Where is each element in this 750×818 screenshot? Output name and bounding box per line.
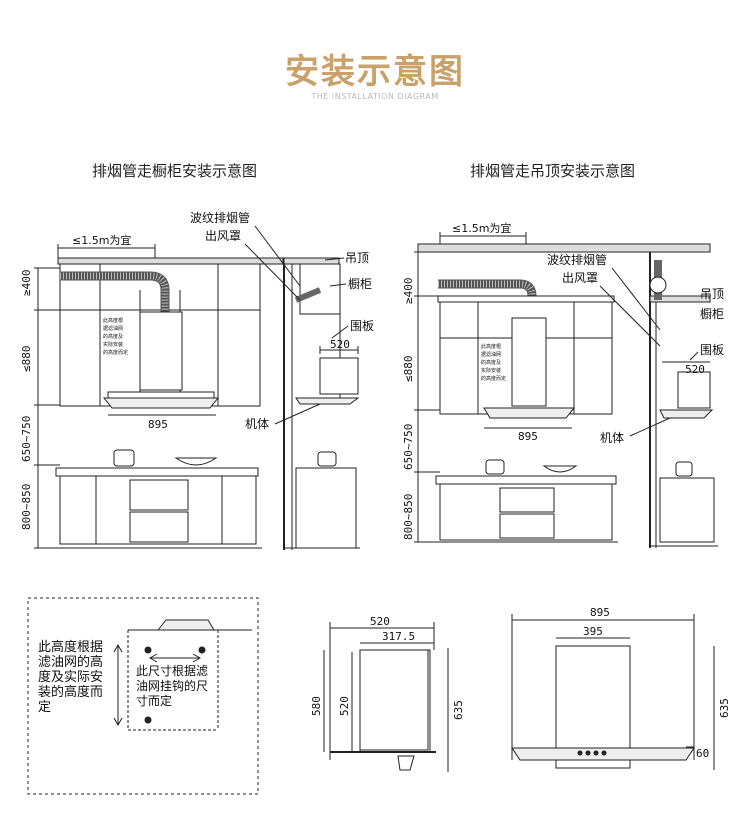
right-width-label: 895 xyxy=(518,430,538,443)
right-air-outlet-label: 出风罩 xyxy=(562,271,598,285)
svg-text:此高度根: 此高度根 xyxy=(481,343,501,350)
side-height-a: 580 xyxy=(310,696,323,716)
width-label: 895 xyxy=(148,418,168,431)
ceiling-label: 吊顶 xyxy=(345,251,369,265)
cabinet-label: 橱柜 xyxy=(348,277,372,291)
page-subtitle: THE INSTALLATION DIAGRAM xyxy=(311,92,439,101)
front-width: 895 xyxy=(590,606,610,619)
svg-text:实际安装: 实际安装 xyxy=(481,367,501,374)
body-label: 机体 xyxy=(245,417,269,431)
front-total-height: 635 xyxy=(718,698,731,718)
side-total-height: 635 xyxy=(452,700,465,720)
right-pot-icon xyxy=(485,459,505,475)
corrugated-pipe-label: 波纹排烟管 xyxy=(190,210,250,225)
side-height-b: 520 xyxy=(338,696,351,716)
dim-top: ≥400 xyxy=(20,270,33,297)
svg-text:据滤油网: 据滤油网 xyxy=(481,351,501,358)
side-width: 520 xyxy=(370,615,390,628)
svg-text:的高度及: 的高度及 xyxy=(103,333,123,340)
panel-label: 围板 xyxy=(350,319,374,333)
dim-mid: ≤880 xyxy=(20,346,33,373)
right-depth-label: 520 xyxy=(685,363,705,376)
right-ceiling-label: 吊顶 xyxy=(700,287,724,301)
right-diagram: ≥400 ≤880 650~750 800~850 ≤1.5m为宜 此高度根 据… xyxy=(402,221,724,548)
right-diagram-title: 排烟管走吊顶安装示意图 xyxy=(470,162,636,180)
svg-text:此高度根: 此高度根 xyxy=(103,317,123,324)
bowl-icon xyxy=(174,457,218,466)
right-bowl-icon xyxy=(542,465,578,473)
right-dim-hood-gap: 650~750 xyxy=(402,424,415,470)
hood-body xyxy=(107,391,215,399)
detail-box xyxy=(27,597,259,795)
depth-label: 520 xyxy=(330,338,350,351)
front-base-height: 60 xyxy=(696,747,709,760)
front-view: 895 395 635 60 xyxy=(511,606,731,770)
svg-text:据滤油网: 据滤油网 xyxy=(103,325,123,332)
side-view: 520 317.5 580 520 635 xyxy=(310,615,465,772)
right-dim-top: ≥400 xyxy=(402,278,415,305)
right-dim-counter: 800~850 xyxy=(402,494,415,540)
right-body-label: 机体 xyxy=(600,431,624,445)
right-ceiling xyxy=(417,243,711,253)
right-panel-label: 围板 xyxy=(700,343,724,357)
page-title: 安装示意图 xyxy=(285,52,465,92)
front-inner-width: 395 xyxy=(583,625,603,638)
pot-icon xyxy=(113,449,135,467)
detail-hook-note: 此尺寸根据滤油网挂钩的尺寸而定 xyxy=(136,664,209,708)
air-outlet-label: 出风罩 xyxy=(205,229,241,243)
svg-text:实际安装: 实际安装 xyxy=(103,341,123,348)
left-diagram: ≥400 ≤880 650~750 800~850 ≤1.5m为宜 此高度根 据… xyxy=(20,210,374,550)
svg-text:的高度及: 的高度及 xyxy=(481,359,501,366)
dim-counter: 800~850 xyxy=(20,484,33,530)
right-dim-mid: ≤880 xyxy=(402,356,415,383)
svg-text:的高度而定: 的高度而定 xyxy=(103,349,128,356)
svg-text:的高度而定: 的高度而定 xyxy=(481,375,506,382)
right-hood-body xyxy=(483,407,576,419)
left-diagram-title: 排烟管走橱柜安装示意图 xyxy=(92,162,258,180)
detail-left-note: 此高度根据滤油网的高度及实际安装的高度而定 xyxy=(38,640,104,715)
right-pipe-length-label: ≤1.5m为宜 xyxy=(452,221,511,235)
right-corrugated-pipe-label: 波纹排烟管 xyxy=(547,252,607,267)
pipe-length-label: ≤1.5m为宜 xyxy=(72,233,131,247)
ceiling-board xyxy=(57,257,284,265)
right-cabinet-label: 橱柜 xyxy=(700,307,724,321)
side-inner-width: 317.5 xyxy=(382,630,415,643)
dim-hood-gap: 650~750 xyxy=(20,416,33,462)
